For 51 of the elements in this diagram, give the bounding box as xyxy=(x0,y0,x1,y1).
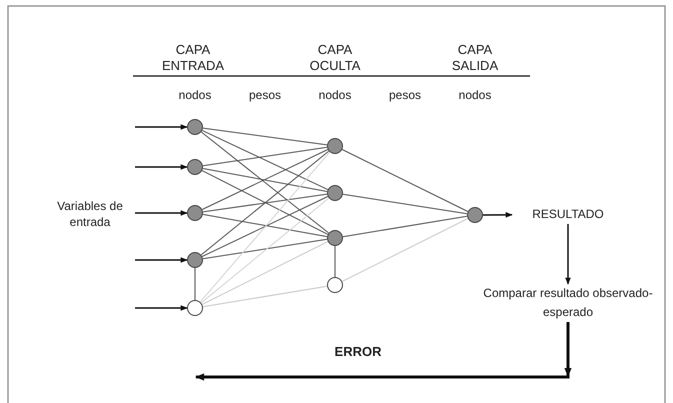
layer-heading: CAPA OCULTA xyxy=(308,42,362,74)
connection-line xyxy=(202,214,328,238)
connection-line xyxy=(202,286,328,308)
layer-heading: CAPA ENTRADA xyxy=(160,42,226,74)
connection-line xyxy=(194,268,196,300)
connection-line xyxy=(202,241,328,305)
neuron-circle xyxy=(327,138,343,154)
node-text: Comparar resultado observado-esperado xyxy=(473,284,663,322)
neuron-circle xyxy=(187,252,203,268)
arrow xyxy=(483,212,513,218)
arrow xyxy=(135,257,188,263)
neuron-circle xyxy=(327,185,343,201)
arrow xyxy=(565,224,571,285)
connection-line xyxy=(202,168,328,192)
connection-line xyxy=(200,150,330,256)
neuron-circle xyxy=(187,205,203,221)
arrow xyxy=(135,210,188,216)
connection-line xyxy=(202,238,328,260)
connection-line xyxy=(342,149,468,212)
arrow xyxy=(135,164,188,170)
column-label: nodos xyxy=(178,87,212,103)
connection-line xyxy=(202,196,328,257)
bias-node-circle xyxy=(327,277,343,293)
connection-line xyxy=(202,128,328,146)
input-label: Variables de entrada xyxy=(56,198,124,230)
connection-line xyxy=(200,198,330,304)
arrow xyxy=(135,305,188,311)
connection-line xyxy=(202,130,328,190)
column-label: nodos xyxy=(458,87,492,103)
connection-line xyxy=(342,216,468,238)
connection-line xyxy=(334,246,336,278)
column-label: pesos xyxy=(248,87,282,103)
arrow xyxy=(135,124,188,130)
column-label: pesos xyxy=(388,87,422,103)
neuron-circle xyxy=(187,159,203,175)
node-text: RESULTADO xyxy=(512,205,624,224)
neuron-circle xyxy=(467,207,483,223)
column-label: nodos xyxy=(318,87,352,103)
neuron-circle xyxy=(327,230,343,246)
connection-line xyxy=(342,194,468,214)
connection-line xyxy=(202,146,328,166)
connection-line xyxy=(200,152,330,302)
neuron-circle xyxy=(187,119,203,135)
arrow xyxy=(195,322,572,381)
connection-line xyxy=(200,132,330,234)
connection-line xyxy=(202,194,328,212)
connection-line xyxy=(202,170,328,235)
layer-heading: CAPA SALIDA xyxy=(450,42,500,74)
connection-line xyxy=(202,149,328,210)
connection-line xyxy=(342,218,468,282)
bias-node-circle xyxy=(187,300,203,316)
